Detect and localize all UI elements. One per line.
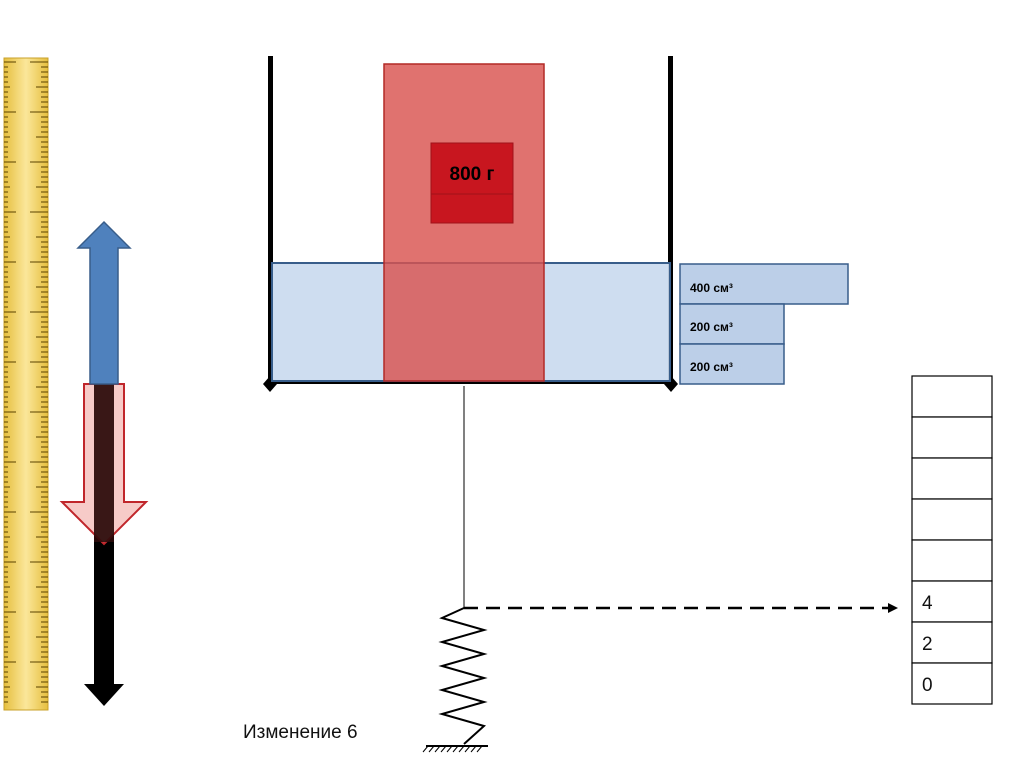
scale-cell (911, 498, 993, 541)
ruler-ticks (4, 61, 48, 703)
blue-force-arrow (76, 220, 132, 385)
volume-label-200-a: 200 см³ (690, 320, 733, 334)
pointer-arrow (464, 603, 898, 613)
volume-label-200-b: 200 см³ (690, 360, 733, 374)
red-force-arrow (59, 383, 149, 546)
scale-cell (911, 539, 993, 582)
scale-cell (911, 621, 993, 664)
ruler (3, 57, 49, 711)
scale-cell-value: 4 (922, 593, 933, 614)
scale-cell (911, 457, 993, 500)
scale-cell (911, 662, 993, 705)
scale-cell (911, 580, 993, 623)
volume-blocks: 400 см³ 200 см³ 200 см³ (679, 263, 849, 385)
scale-cell (911, 375, 993, 418)
scale-cell-value: 2 (922, 634, 933, 655)
volume-label-400: 400 см³ (690, 281, 733, 295)
spring (438, 607, 488, 745)
mass-label: 800 г (450, 164, 495, 185)
scale-cell-value: 0 (922, 675, 933, 696)
scale-table: 4 2 0 (911, 375, 993, 705)
weight-block: 800 г (383, 63, 545, 382)
scale-cell (911, 416, 993, 459)
ground (422, 745, 488, 753)
volume-block-400 (679, 263, 849, 305)
volume-block-200-a (679, 303, 785, 345)
volume-block-200-b (679, 343, 785, 385)
vessel-right-wall (668, 56, 673, 386)
caption: Изменение 6 (243, 722, 358, 743)
vessel-left-wall (268, 56, 273, 386)
